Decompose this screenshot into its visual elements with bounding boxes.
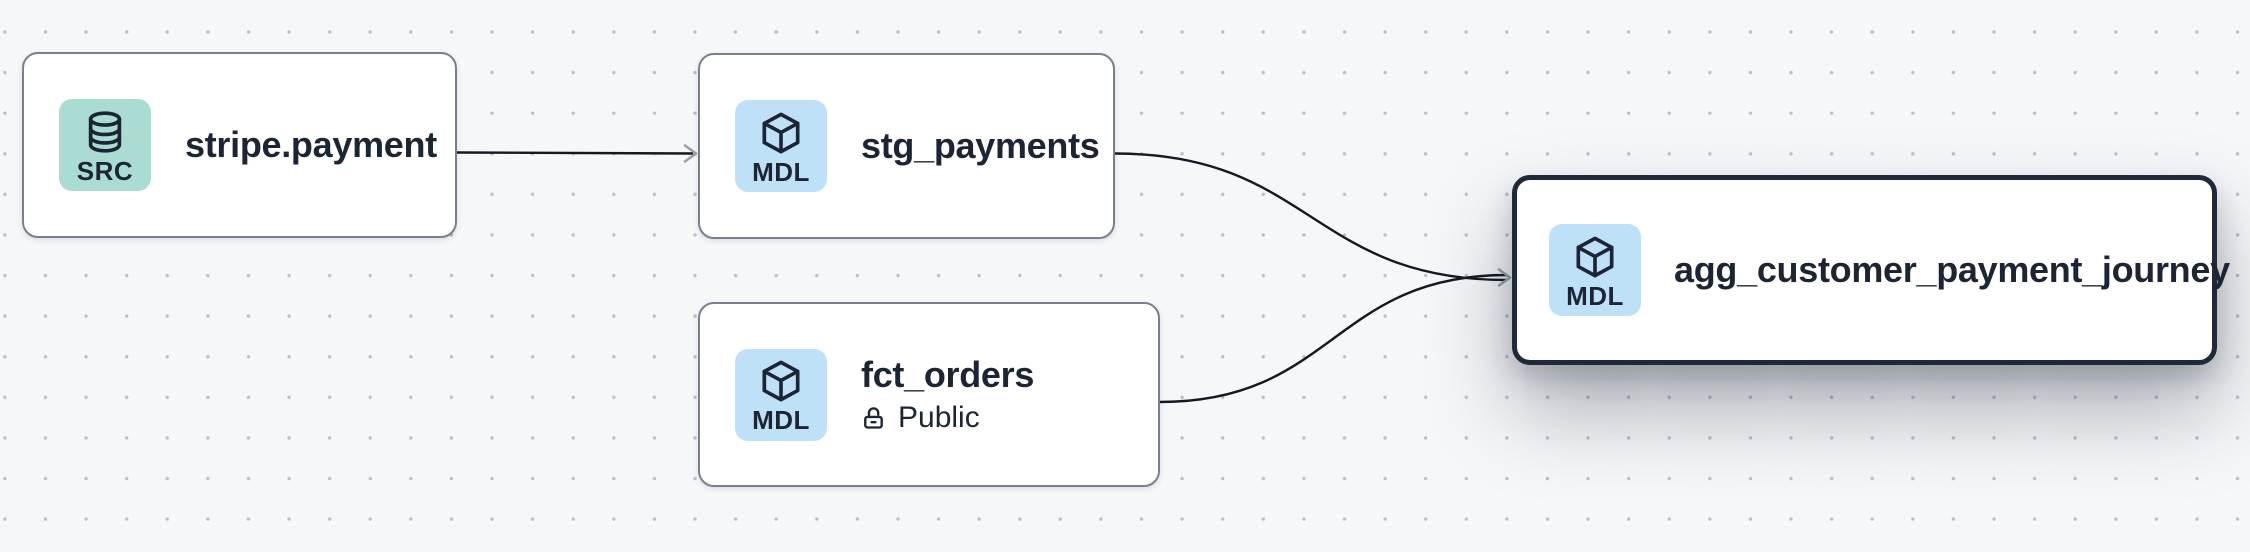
node-type-badge: MDL xyxy=(735,348,827,441)
badge-label: MDL xyxy=(752,156,810,187)
badge-label: SRC xyxy=(76,155,134,186)
cube-icon xyxy=(762,112,800,153)
node-type-badge: MDL xyxy=(735,100,827,192)
lock-open-icon xyxy=(864,406,883,429)
lineage-node-agg_customer_payment_journey[interactable]: MDL agg_customer_payment_journey xyxy=(1512,175,2230,365)
node-title: agg_customer_payment_journey xyxy=(1674,249,2230,291)
cube-icon xyxy=(762,360,800,402)
access-label: Public xyxy=(898,401,980,435)
arrowhead-icon xyxy=(683,144,698,163)
node-title: stripe.payment xyxy=(185,124,437,166)
node-title: stg_payments xyxy=(861,125,1100,167)
lineage-node-stripe_payment[interactable]: SRC stripe.payment xyxy=(22,52,457,238)
edge-fct_orders-to-agg_customer_payment_journey xyxy=(1159,273,1508,404)
node-title: fct_orders xyxy=(861,353,1035,395)
badge-label: MDL xyxy=(1566,280,1624,311)
badge-label: MDL xyxy=(752,405,810,435)
node-type-badge: SRC xyxy=(59,99,151,191)
node-access-badge: Public xyxy=(861,400,1034,436)
cube-icon xyxy=(1576,236,1614,277)
lineage-node-stg_payments[interactable]: MDL stg_payments xyxy=(698,53,1115,239)
edge-stg_payments-to-agg_customer_payment_journey xyxy=(1114,152,1508,282)
edge-stripe_payment-to-stg_payments xyxy=(456,151,694,155)
node-type-badge: MDL xyxy=(1549,224,1641,316)
database-icon xyxy=(88,110,122,153)
arrowhead-icon xyxy=(1497,268,1512,287)
